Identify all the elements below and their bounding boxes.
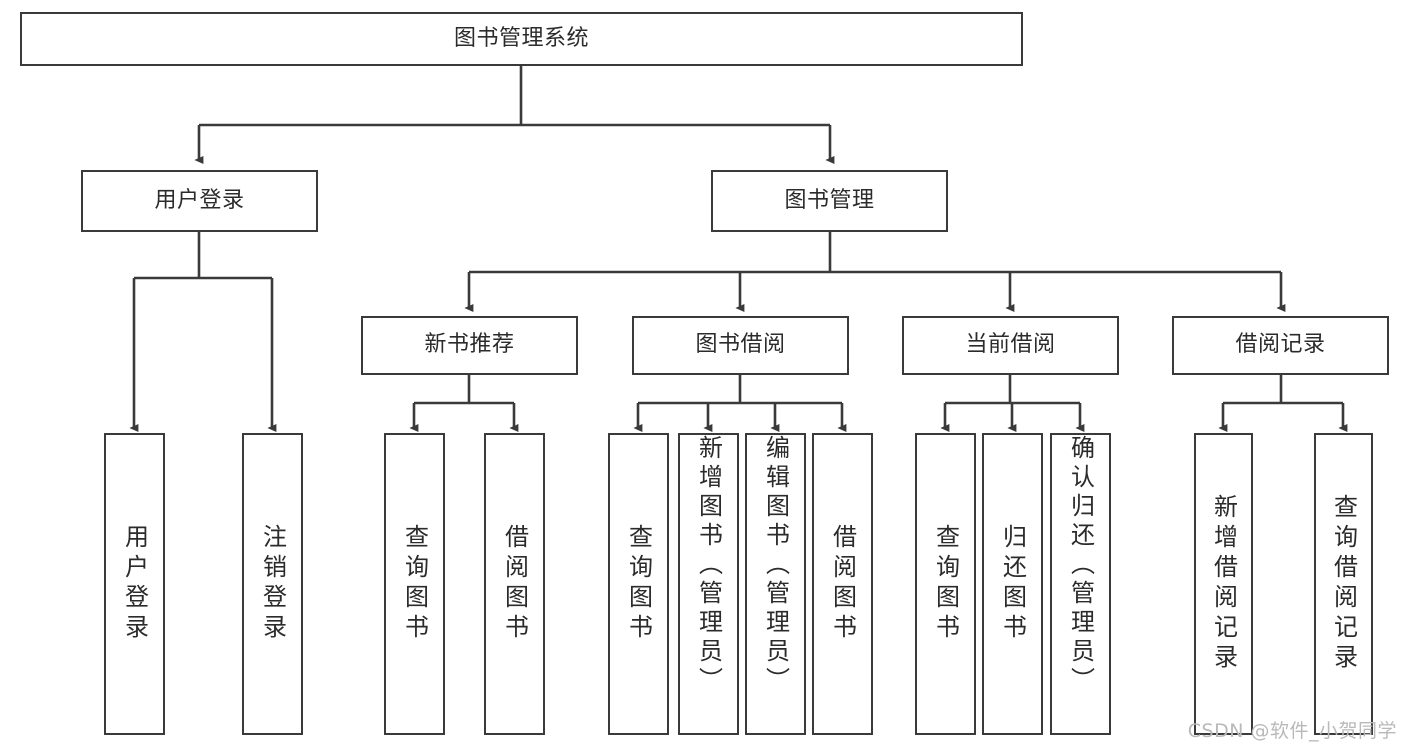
node-new-book-recommend[interactable]: 新书推荐 [361, 316, 578, 375]
node-book-borrow[interactable]: 图书借阅 [632, 316, 849, 375]
leaf-add-book[interactable]: 新增图书（管理员） [678, 433, 739, 735]
leaf-borrow-book-2[interactable]: 借阅图书 [812, 433, 873, 735]
watermark: CSDN @软件_小贺同学 [1187, 720, 1397, 742]
node-borrow-record[interactable]: 借阅记录 [1172, 316, 1389, 375]
leaf-add-book-label: 新增图书（管理员） [694, 435, 723, 696]
leaf-query-book-1[interactable]: 查询图书 [384, 433, 445, 735]
node-borrow-record-label: 借阅记录 [1235, 332, 1326, 358]
leaf-query-book-2-label: 查询图书 [624, 524, 653, 644]
node-book-management[interactable]: 图书管理 [711, 170, 948, 232]
leaf-query-record-label: 查询借阅记录 [1329, 494, 1358, 674]
node-user-login-label: 用户登录 [154, 187, 245, 213]
node-root[interactable]: 图书管理系统 [20, 12, 1023, 66]
leaf-query-record[interactable]: 查询借阅记录 [1314, 433, 1373, 735]
leaf-query-book-3-label: 查询图书 [931, 524, 960, 644]
leaf-edit-book[interactable]: 编辑图书（管理员） [745, 433, 806, 735]
leaf-query-book-2[interactable]: 查询图书 [608, 433, 669, 735]
leaf-borrow-book-2-label: 借阅图书 [828, 524, 857, 644]
leaf-user-login-label: 用户登录 [120, 524, 149, 644]
leaf-query-book-3[interactable]: 查询图书 [915, 433, 976, 735]
leaf-user-login[interactable]: 用户登录 [104, 433, 165, 735]
node-new-book-recommend-label: 新书推荐 [424, 332, 515, 358]
leaf-add-record[interactable]: 新增借阅记录 [1194, 433, 1253, 735]
node-root-label: 图书管理系统 [453, 25, 589, 51]
leaf-query-book-1-label: 查询图书 [400, 524, 429, 644]
node-current-borrow-label: 当前借阅 [965, 332, 1056, 358]
node-book-borrow-label: 图书借阅 [695, 332, 786, 358]
leaf-borrow-book-1-label: 借阅图书 [500, 524, 529, 644]
leaf-add-record-label: 新增借阅记录 [1209, 494, 1238, 674]
leaf-confirm-return-label: 确认归还（管理员） [1066, 435, 1095, 696]
leaf-logout-login[interactable]: 注销登录 [242, 433, 303, 735]
leaf-return-book-label: 归还图书 [998, 524, 1027, 644]
leaf-edit-book-label: 编辑图书（管理员） [761, 435, 790, 696]
node-current-borrow[interactable]: 当前借阅 [902, 316, 1119, 375]
node-user-login[interactable]: 用户登录 [81, 170, 318, 232]
leaf-confirm-return[interactable]: 确认归还（管理员） [1050, 433, 1111, 735]
leaf-borrow-book-1[interactable]: 借阅图书 [484, 433, 545, 735]
node-book-management-label: 图书管理 [784, 187, 875, 213]
leaf-return-book[interactable]: 归还图书 [982, 433, 1043, 735]
leaf-logout-login-label: 注销登录 [258, 524, 287, 644]
